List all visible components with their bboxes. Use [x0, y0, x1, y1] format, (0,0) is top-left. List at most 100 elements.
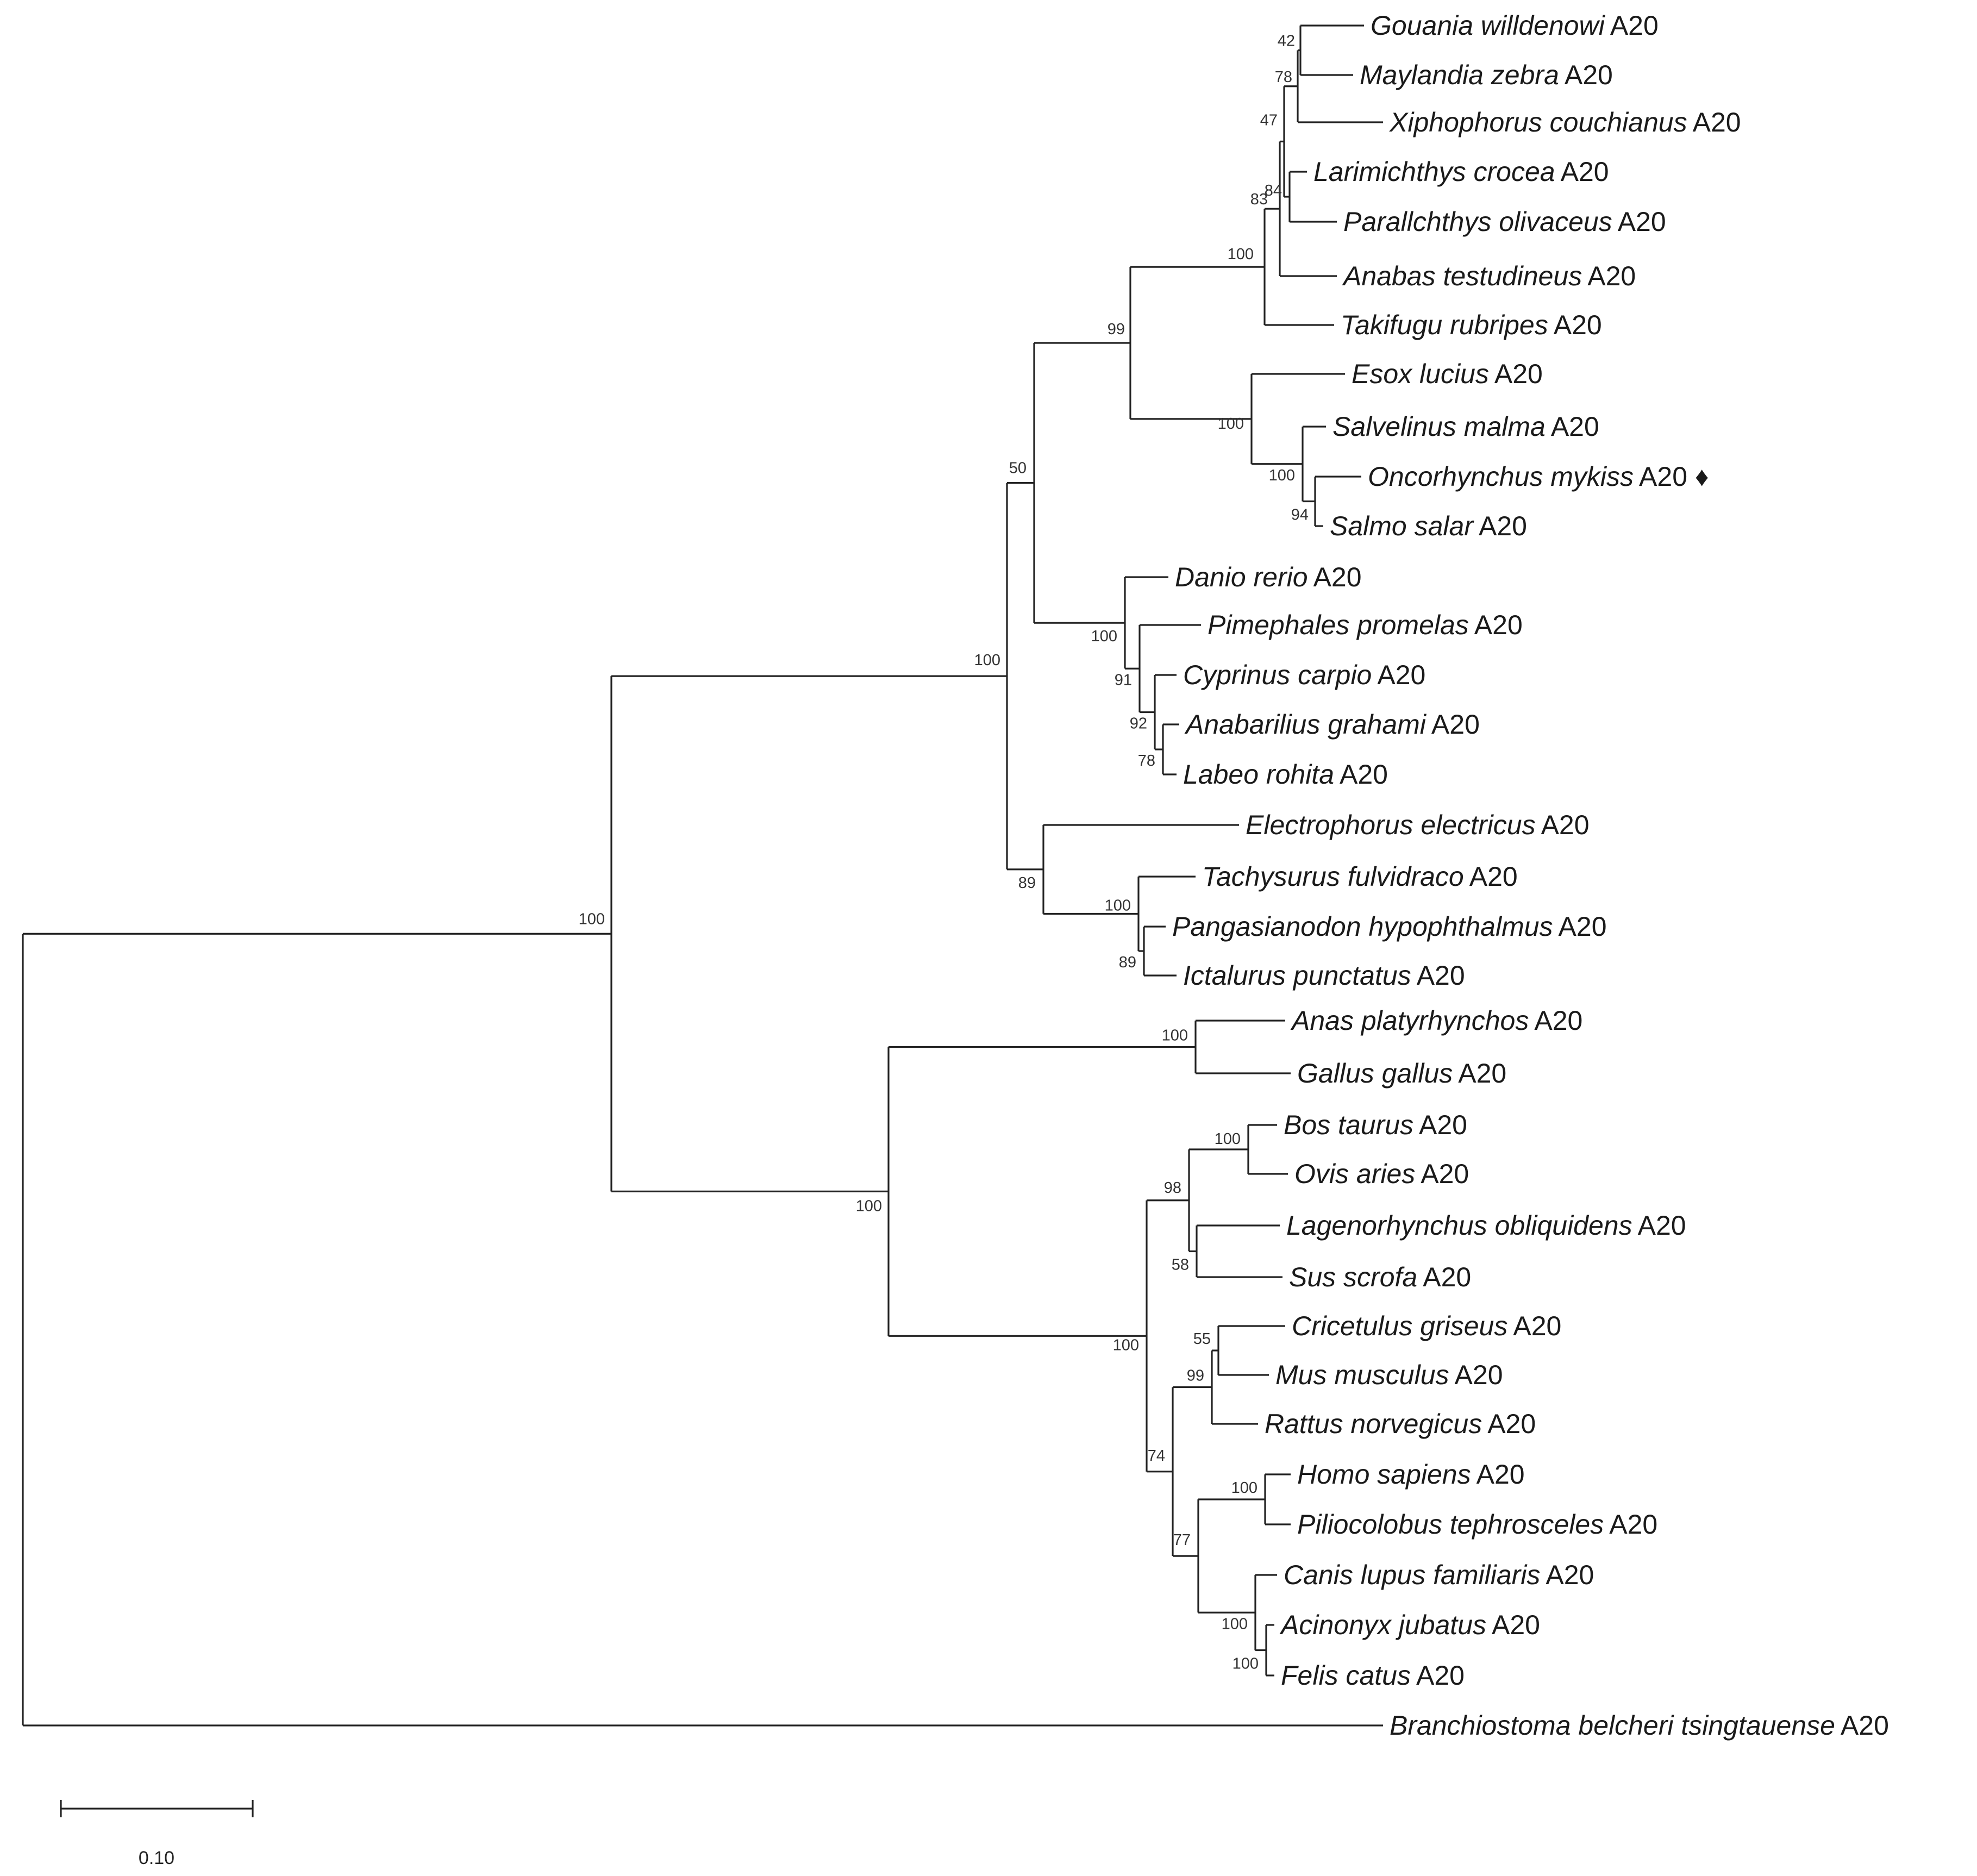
taxon-species: Lagenorhynchus obliquidens: [1286, 1210, 1632, 1241]
bootstrap-value: 74: [1148, 1447, 1165, 1465]
taxon-gene: A20: [1565, 60, 1613, 90]
bootstrap-value: 84: [1265, 182, 1282, 199]
taxon-gene: A20: [1618, 207, 1666, 237]
bootstrap-value: 91: [1115, 671, 1132, 689]
taxon-species: Xiphophorus couchianus: [1389, 107, 1687, 137]
taxon-species: Oncorhynchus mykiss: [1368, 461, 1634, 492]
bootstrap-value: 92: [1130, 715, 1147, 733]
taxon-species: Parallchthys olivaceus: [1343, 207, 1612, 237]
bootstrap-value: 100: [1218, 415, 1244, 433]
taxon-gene: A20: [1469, 861, 1518, 892]
bootstrap-value: 47: [1260, 111, 1278, 129]
bootstrap-value: 100: [1215, 1130, 1241, 1148]
bootstrap-value: 100: [1222, 1615, 1248, 1633]
taxon-gene: A20: [1534, 1005, 1582, 1036]
taxon-species: Pimephales promelas: [1208, 610, 1469, 640]
bootstrap-value: 99: [1187, 1367, 1204, 1385]
scale-bar-label: 0.10: [139, 1848, 174, 1868]
bootstrap-value: 94: [1291, 506, 1309, 524]
taxon-species: Larimichthys crocea: [1313, 157, 1555, 187]
taxon-species: Cricetulus griseus: [1292, 1311, 1507, 1341]
taxon-species: Ovis aries: [1294, 1159, 1415, 1189]
taxon-gene: A20: [1458, 1058, 1506, 1089]
diamond-marker-icon: ♦: [1695, 461, 1709, 492]
taxon-species: Takifugu rubripes: [1341, 310, 1548, 340]
bootstrap-value: 100: [1091, 628, 1117, 645]
bootstrap-value: 78: [1275, 68, 1292, 86]
taxon-gene: A20: [1377, 660, 1425, 690]
bootstrap-value: 55: [1193, 1330, 1211, 1348]
taxon-species: Labeo rohita: [1183, 759, 1334, 790]
taxon-gene: A20: [1638, 1210, 1686, 1241]
taxon-species: Rattus norvegicus: [1265, 1409, 1482, 1439]
bootstrap-value: 100: [1113, 1336, 1139, 1354]
taxon-species: Maylandia zebra: [1360, 60, 1559, 90]
taxon-species: Salvelinus malma: [1332, 411, 1546, 442]
bootstrap-value: 50: [1009, 460, 1027, 477]
bootstrap-value: 89: [1119, 954, 1136, 971]
bootstrap-value: 100: [974, 652, 1000, 669]
taxon-gene: A20: [1431, 709, 1480, 740]
bootstrap-labels: 4278844783100941001009978929110050891008…: [579, 33, 1309, 1673]
taxon-species: Pangasianodon hypophthalmus: [1172, 911, 1553, 942]
taxon-gene: A20: [1609, 1509, 1657, 1540]
bootstrap-value: 100: [856, 1197, 882, 1215]
taxon-gene: A20: [1559, 911, 1607, 942]
taxon-species: Ictalurus punctatus: [1183, 960, 1411, 991]
taxon-species: Danio rerio: [1175, 562, 1308, 592]
taxon-species: Salmo salar: [1330, 511, 1474, 541]
taxon-gene: A20: [1474, 610, 1523, 640]
taxon-gene: A20: [1423, 1262, 1471, 1292]
taxon-gene: A20: [1513, 1311, 1561, 1341]
taxon-species: Canis lupus familiaris: [1284, 1560, 1540, 1590]
taxon-species: Anabarilius grahami: [1184, 709, 1427, 740]
bootstrap-value: 100: [1105, 897, 1131, 915]
taxon-gene: A20: [1419, 1110, 1467, 1140]
tree-branches: [22, 24, 1383, 1727]
bootstrap-value: 99: [1108, 321, 1125, 338]
taxon-gene: A20: [1421, 1159, 1469, 1189]
taxon-gene: A20: [1340, 759, 1388, 790]
taxon-gene: A20: [1313, 562, 1362, 592]
taxon-species: Electrophorus electricus: [1246, 810, 1536, 840]
scale-bar: 0.10: [60, 1800, 254, 1868]
taxon-species: Acinonyx jubatus: [1279, 1610, 1486, 1640]
bootstrap-value: 100: [1228, 246, 1254, 263]
taxon-species: Piliocolobus tephrosceles: [1297, 1509, 1604, 1540]
bootstrap-value: 100: [1162, 1027, 1188, 1045]
taxon-species: Felis catus: [1281, 1660, 1411, 1691]
bootstrap-value: 42: [1278, 33, 1295, 50]
taxon-gene: A20: [1455, 1360, 1503, 1390]
taxon-gene: A20: [1417, 960, 1465, 991]
taxon-gene: A20: [1841, 1710, 1889, 1741]
taxon-gene: A20: [1487, 1409, 1536, 1439]
taxon-gene: A20: [1693, 107, 1741, 137]
